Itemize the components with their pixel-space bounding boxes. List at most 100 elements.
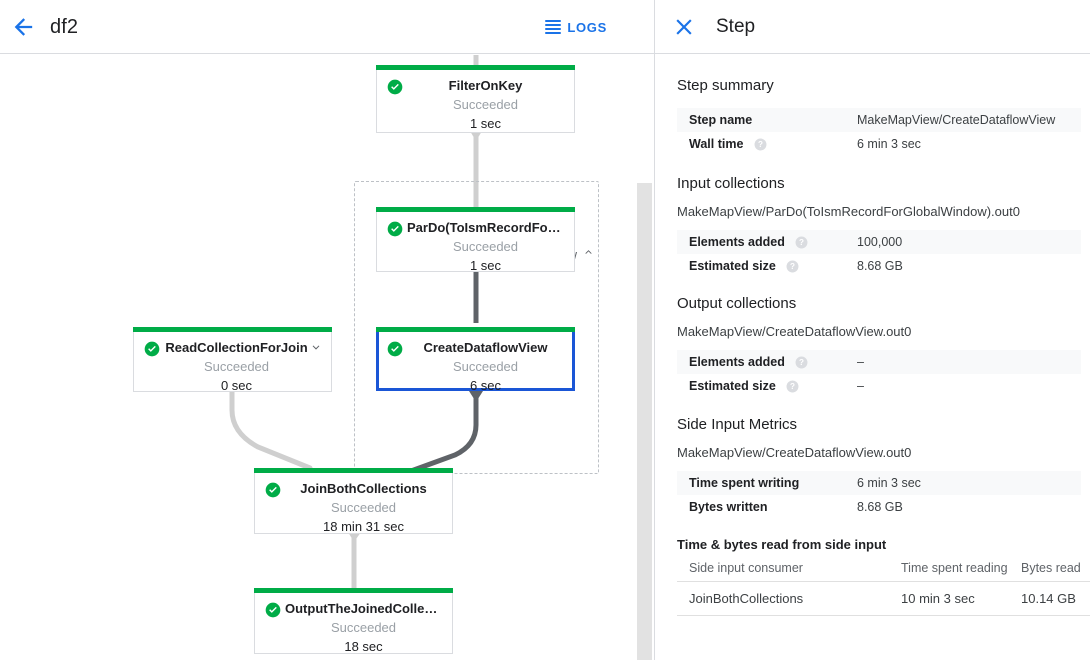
node-name: JoinBothCollections [300, 481, 427, 496]
row-key: Estimated size ? [677, 254, 857, 278]
table-row: Estimated size ? 8.68 GB [677, 254, 1081, 278]
page-title: df2 [50, 16, 79, 38]
node-text: FilterOnKey Succeeded 1 sec [407, 76, 564, 133]
node-time: 6 sec [469, 378, 502, 393]
logs-button-label: LOGS [567, 19, 607, 35]
section-heading: Input collections [677, 175, 785, 192]
section-heading: Side Input Metrics [677, 416, 798, 433]
node-text: JoinBothCollections Succeeded 18 min 31 … [285, 479, 442, 536]
success-check-icon [387, 341, 403, 357]
group-box-makemapview[interactable] [354, 181, 599, 474]
row-value: 100,000 [857, 235, 903, 249]
graph-node-joinbothcollections[interactable]: JoinBothCollections Succeeded 18 min 31 … [254, 468, 453, 534]
close-icon[interactable] [671, 14, 697, 40]
node-time: 1 sec [469, 258, 502, 273]
node-status: Succeeded [203, 359, 270, 374]
row-key: Wall time ? [677, 132, 857, 156]
table-row: Wall time ? 6 min 3 sec [677, 132, 1081, 156]
step-details-pane: Step Step summary Step name MakeMapView/… [655, 0, 1090, 660]
row-key-label: Elements added [689, 234, 785, 249]
row-value: – [857, 379, 864, 393]
svg-text:?: ? [790, 382, 795, 391]
row-value: 8.68 GB [857, 259, 903, 273]
node-status-bar [254, 468, 453, 473]
graph-node-filteronkey[interactable]: FilterOnKey Succeeded 1 sec [376, 65, 575, 133]
node-time: 1 sec [469, 116, 502, 131]
input-collections-table: Elements added ? 100,000 Estimated size … [677, 230, 1081, 278]
node-status-bar [133, 327, 332, 332]
table-row: Step name MakeMapView/CreateDataflowView [677, 108, 1081, 132]
side-input-metrics-table: Time spent writing 6 min 3 sec Bytes wri… [677, 471, 1081, 519]
step-panel-body: Step summary Step name MakeMapView/Creat… [655, 55, 1090, 660]
logs-button[interactable]: LOGS [545, 14, 607, 40]
section-side-input-metrics: Side Input Metrics MakeMapView/CreateDat… [677, 415, 1090, 616]
row-key-label: Wall time [689, 136, 744, 151]
node-status-bar [254, 588, 453, 593]
node-text: CreateDataflowView Succeeded 6 sec [409, 338, 562, 395]
node-status: Succeeded [452, 239, 519, 254]
section-output-collections: Output collections MakeMapView/CreateDat… [677, 294, 1081, 398]
cell-time: 10 min 3 sec [901, 581, 1021, 616]
column-header-consumer: Side input consumer [677, 557, 901, 582]
node-status: Succeeded [330, 620, 397, 635]
step-panel-header: Step [655, 0, 1090, 54]
graph-node-readcollectionforjoin[interactable]: ReadCollectionForJoin Succeeded 0 sec [133, 327, 332, 395]
row-key: Elements added ? [677, 230, 857, 254]
node-time: 18 min 31 sec [323, 519, 404, 534]
node-status: Succeeded [452, 97, 519, 112]
help-icon[interactable]: ? [754, 138, 767, 151]
success-check-icon [265, 602, 281, 618]
section-heading: Step summary [677, 77, 774, 94]
node-text: ReadCollectionForJoin Succeeded 0 sec [164, 338, 309, 395]
node-status: Succeeded [452, 359, 519, 374]
help-icon[interactable]: ? [786, 380, 799, 393]
success-check-icon [144, 341, 160, 357]
node-status-bar [376, 65, 575, 70]
chevron-down-icon[interactable] [309, 340, 323, 354]
help-icon[interactable]: ? [795, 356, 808, 369]
graph-node-outputthejoinedcollec[interactable]: OutputTheJoinedCollec… Succeeded 18 sec [254, 588, 453, 654]
svg-text:?: ? [799, 238, 804, 247]
table-row: Bytes written 8.68 GB [677, 495, 1081, 519]
top-bar: df2 LOGS [0, 0, 654, 54]
table-row: Estimated size ? – [677, 374, 1081, 398]
table-row: JoinBothCollections 10 min 3 sec 10.14 G… [677, 581, 1090, 616]
cell-consumer: JoinBothCollections [677, 581, 901, 616]
row-key-label: Estimated size [689, 378, 776, 393]
help-icon[interactable]: ? [786, 260, 799, 273]
column-header-time: Time spent reading [901, 557, 1021, 582]
graph-node-pardo-toismrecordfor[interactable]: ParDo(ToIsmRecordFor… Succeeded 1 sec [376, 207, 575, 275]
table-header-row: Side input consumer Time spent reading B… [677, 557, 1090, 582]
graph-scrollbar-thumb[interactable] [637, 183, 652, 660]
row-value: MakeMapView/CreateDataflowView [857, 113, 1056, 127]
row-key-label: Estimated size [689, 258, 776, 273]
back-arrow-icon[interactable] [10, 13, 38, 41]
node-time: 0 sec [220, 378, 253, 393]
logs-list-icon [545, 20, 562, 34]
success-check-icon [265, 482, 281, 498]
node-text: ParDo(ToIsmRecordFor… Succeeded 1 sec [407, 218, 564, 275]
svg-text:?: ? [758, 140, 763, 149]
collection-name: MakeMapView/CreateDataflowView.out0 [677, 324, 912, 339]
output-collections-table: Elements added ? – Estimated size ? [677, 350, 1081, 398]
section-heading: Output collections [677, 295, 797, 312]
collection-name: MakeMapView/ParDo(ToIsmRecordForGlobalWi… [677, 204, 1020, 219]
section-step-summary: Step summary Step name MakeMapView/Creat… [677, 76, 1081, 156]
job-graph-pane: df2 LOGS [0, 0, 654, 660]
row-value: – [857, 355, 864, 369]
help-icon[interactable]: ? [795, 236, 808, 249]
pane-divider [654, 0, 655, 660]
section-input-collections: Input collections MakeMapView/ParDo(ToIs… [677, 174, 1081, 278]
row-value: 6 min 3 sec [857, 476, 921, 490]
node-name: ParDo(ToIsmRecordFor… [407, 220, 564, 235]
row-key: Elements added ? [677, 350, 857, 374]
svg-text:?: ? [790, 262, 795, 271]
table-row: Time spent writing 6 min 3 sec [677, 471, 1081, 495]
job-graph-canvas[interactable]: MakeMapView FilterOnKey Succeeded 1 sec [0, 55, 654, 660]
table-row: Elements added ? – [677, 350, 1081, 374]
row-key: Bytes written [689, 500, 768, 514]
chevron-up-icon[interactable] [582, 246, 595, 262]
graph-node-createdataflowview[interactable]: CreateDataflowView Succeeded 6 sec [376, 327, 575, 393]
side-input-read-table: Side input consumer Time spent reading B… [677, 557, 1090, 616]
